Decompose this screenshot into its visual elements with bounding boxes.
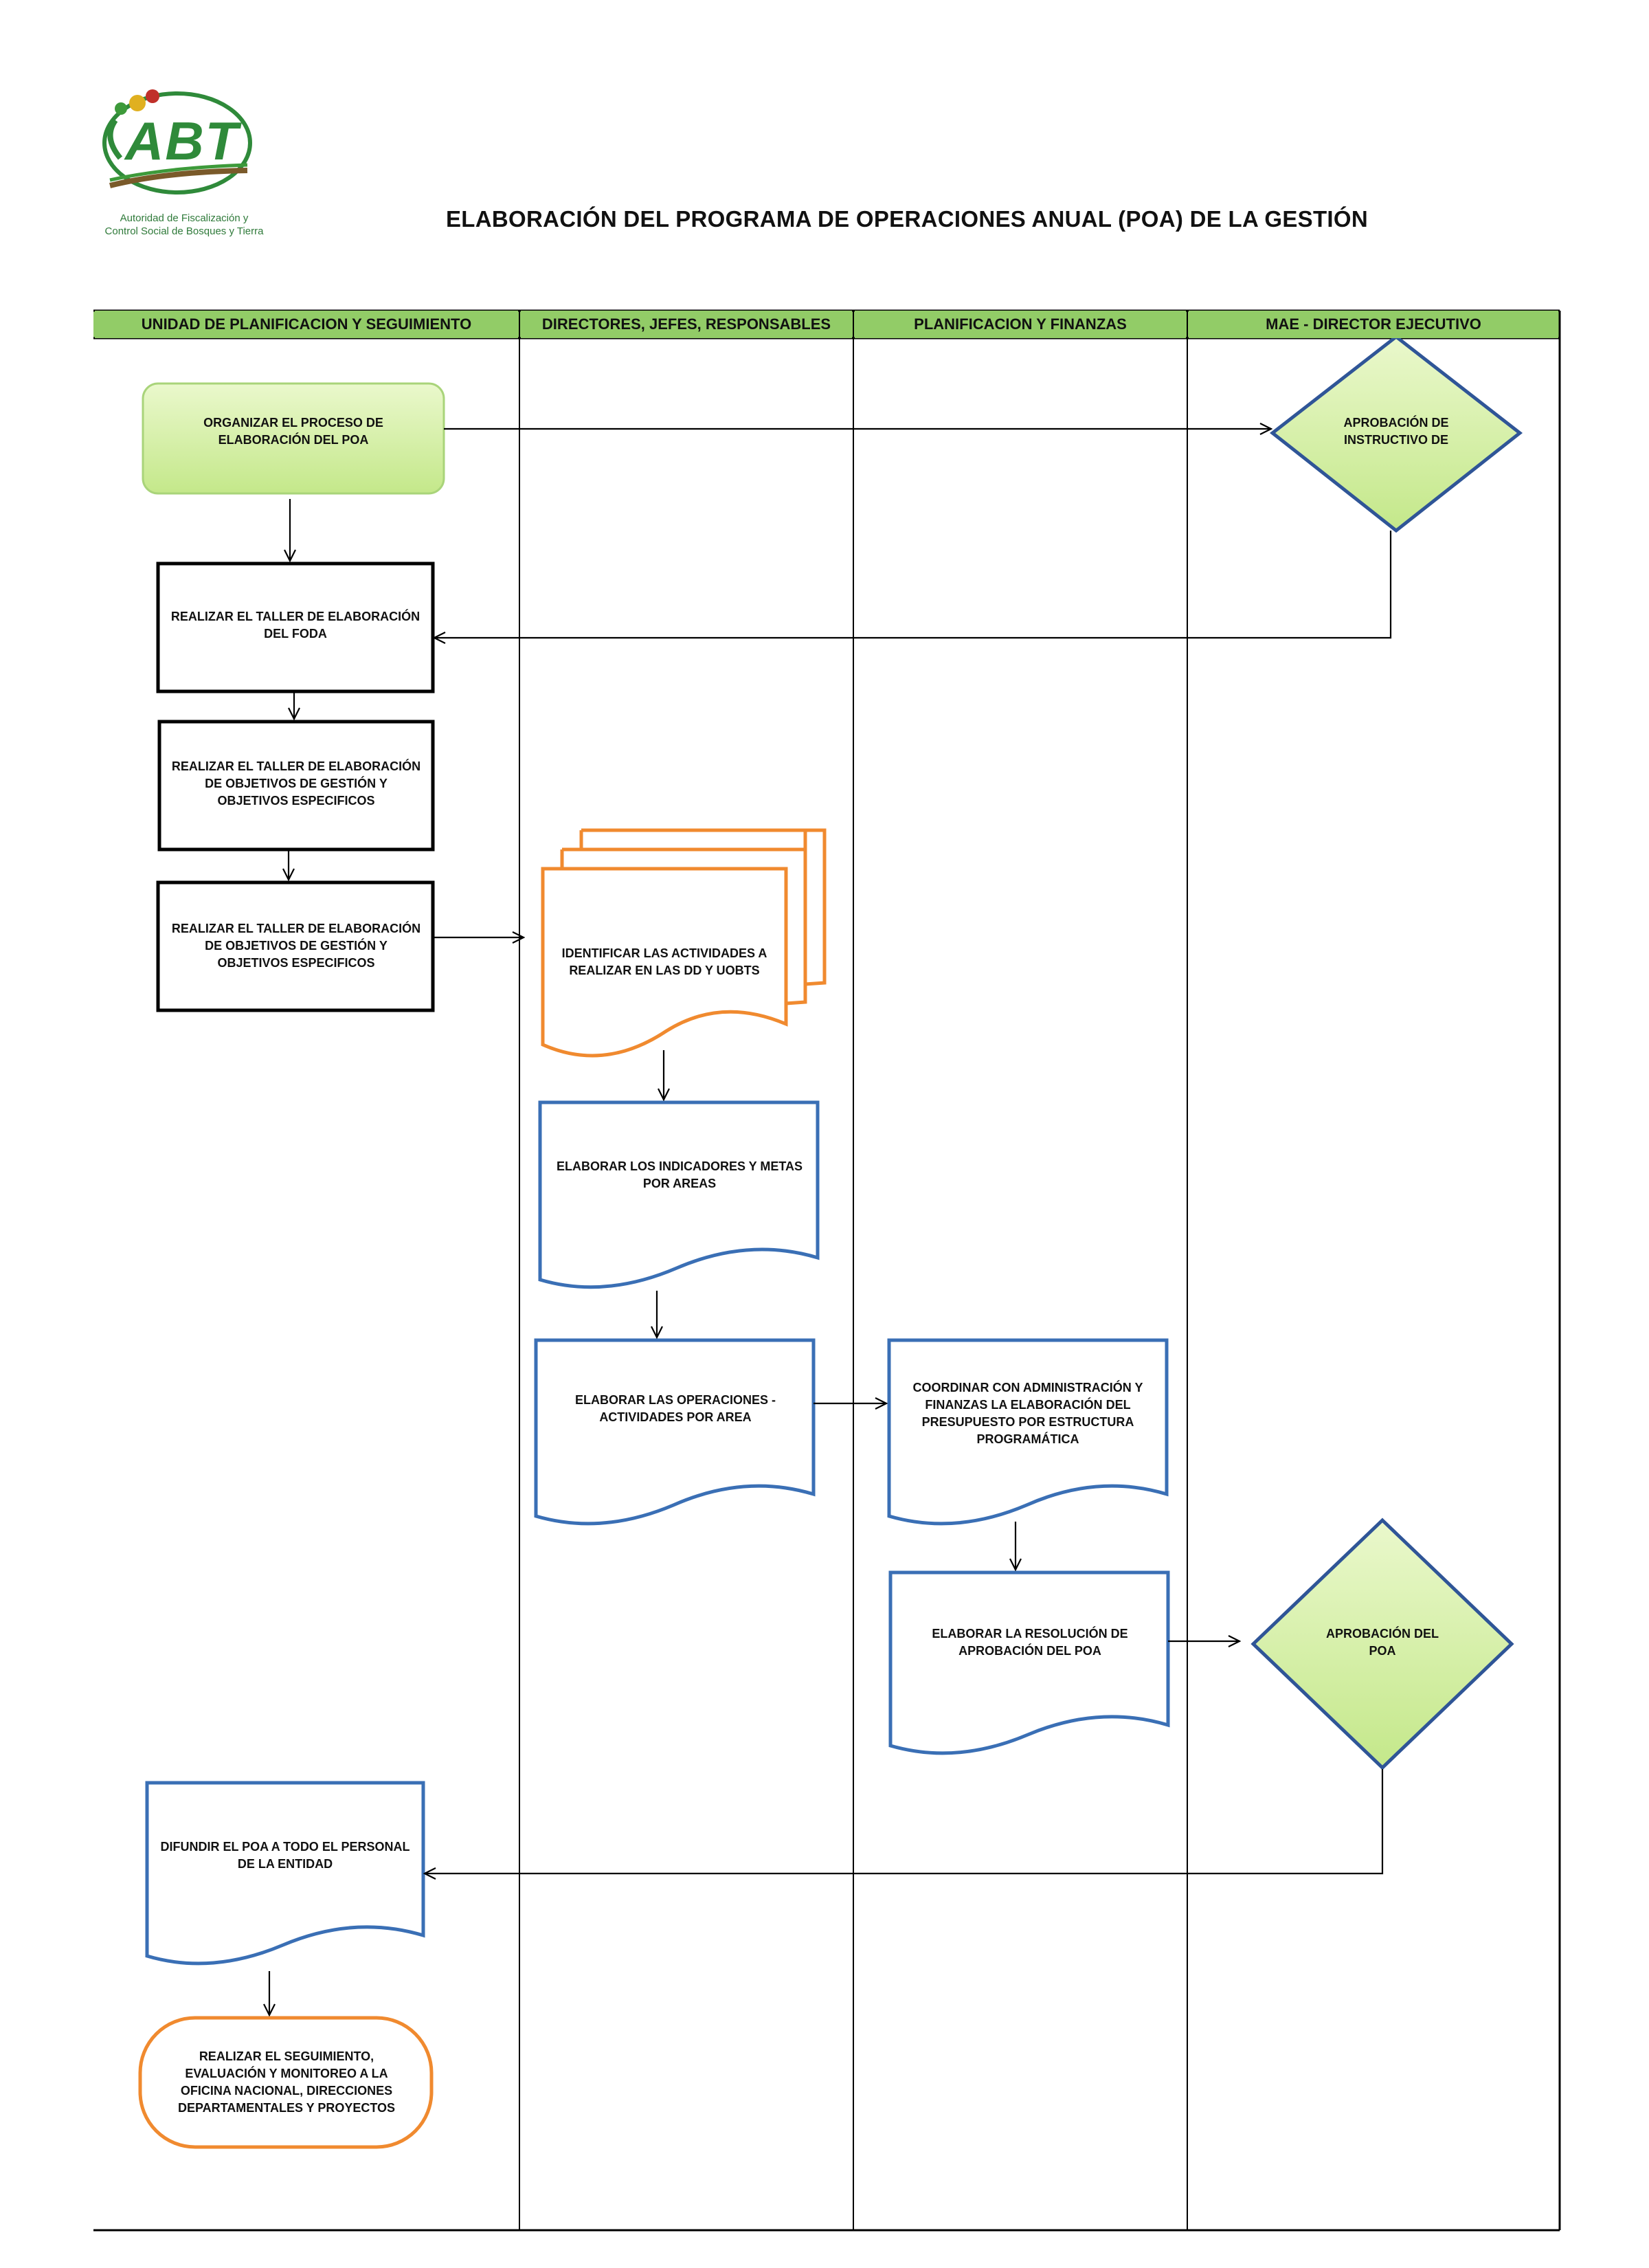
indicators-document xyxy=(538,1100,820,1289)
organize-label: ORGANIZAR EL PROCESO DE ELABORACIÓN DEL … xyxy=(203,416,383,447)
approval-poa-label: APROBACIÓN DEL POA xyxy=(1325,1627,1439,1658)
organize-start-node xyxy=(142,382,445,495)
abt-logo-mark: ABT xyxy=(125,111,240,171)
lane-header-planning-unit: UNIDAD DE PLANIFICACION Y SEGUIMIENTO xyxy=(95,311,518,338)
disseminate-document xyxy=(145,1781,425,1966)
objectives-workshop-node-1 xyxy=(157,720,435,852)
disseminate-label: DIFUNDIR EL POA A TODO EL PERSONAL DE LA… xyxy=(160,1840,410,1871)
coordinate-label: COORDINAR CON ADMINISTRACIÓN Y FINANZAS … xyxy=(912,1381,1143,1446)
page-title: ELABORACIÓN DEL PROGRAMA DE OPERACIONES … xyxy=(445,206,1368,232)
operations-document xyxy=(534,1338,816,1526)
followup-end-node xyxy=(138,2016,434,2149)
approval-poa-decision xyxy=(1250,1517,1514,1770)
objectives-2-label: REALIZAR EL TALLER DE ELABORACIÓN DE OBJ… xyxy=(171,921,421,970)
followup-label: REALIZAR EL SEGUIMIENTO, EVALUACIÓN Y MO… xyxy=(177,2049,396,2115)
identify-activities-multidocument xyxy=(541,828,827,1058)
operations-label: ELABORAR LAS OPERACIONES - ACTIVIDADES P… xyxy=(574,1393,776,1424)
foda-label: REALIZAR EL TALLER DE ELABORACIÓN DEL FO… xyxy=(170,610,420,641)
lane-header-mae: MAE - DIRECTOR EJECUTIVO xyxy=(1189,311,1558,338)
lane-header-planning-finance: PLANIFICACION Y FINANZAS xyxy=(855,311,1186,338)
logo-subtitle-line1: Autoridad de Fiscalización y xyxy=(120,212,249,224)
foda-workshop-node xyxy=(156,562,435,693)
resolution-label: ELABORAR LA RESOLUCIÓN DE APROBACIÓN DEL… xyxy=(932,1627,1128,1658)
flow-connectors xyxy=(269,429,1392,2015)
identify-label: IDENTIFICAR LAS ACTIVIDADES A REALIZAR E… xyxy=(561,946,767,977)
abt-logo xyxy=(102,89,252,194)
resolution-document xyxy=(888,1570,1170,1755)
coordinate-budget-document xyxy=(887,1338,1169,1526)
approval-instructive-label: APROBACIÓN DE INSTRUCTIVO DE xyxy=(1343,416,1449,447)
approval-instructive-decision xyxy=(1269,334,1523,533)
lane-header-directors: DIRECTORES, JEFES, RESPONSABLES xyxy=(521,311,852,338)
objectives-1-label: REALIZAR EL TALLER DE ELABORACIÓN DE OBJ… xyxy=(171,759,421,808)
indicators-label: ELABORAR LOS INDICADORES Y METAS POR ARE… xyxy=(556,1159,803,1190)
logo-subtitle-line2: Control Social de Bosques y Tierra xyxy=(104,225,264,237)
objectives-workshop-node-2 xyxy=(156,880,435,1012)
